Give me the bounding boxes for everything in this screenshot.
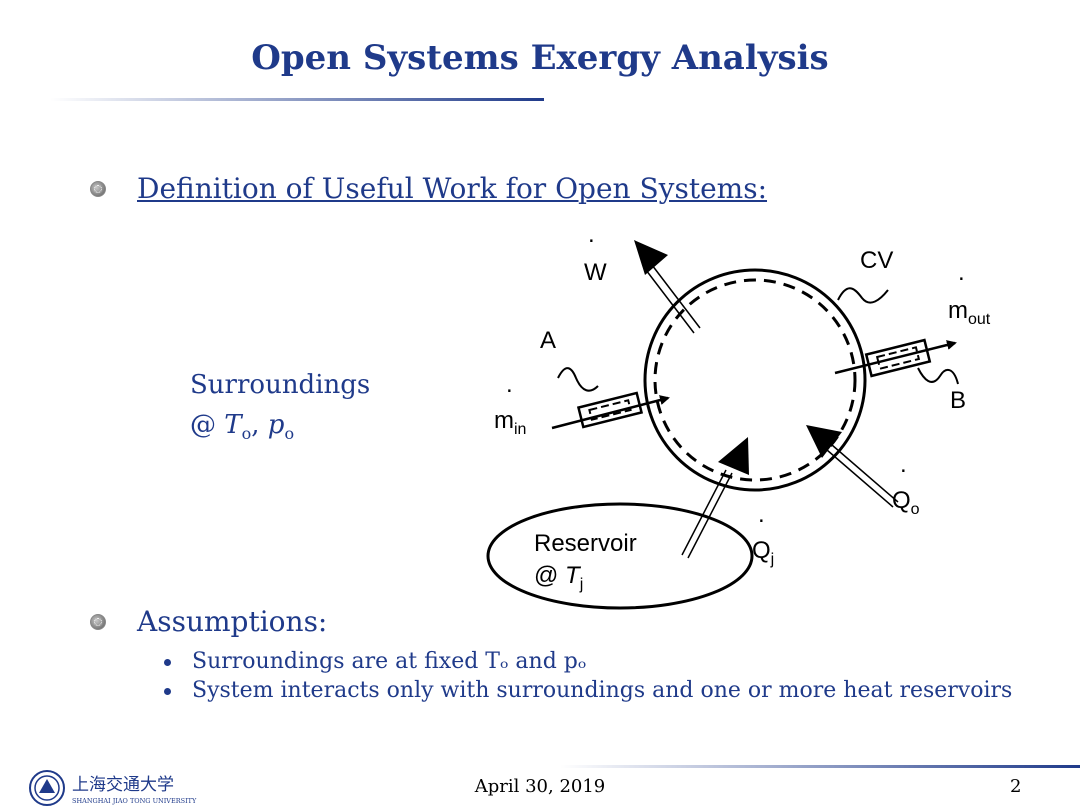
page-number: 2: [1010, 776, 1022, 797]
bullet-dot: [164, 659, 171, 666]
assumptions-list: Surroundings are at fixed Tₒ and pₒ Syst…: [162, 648, 1022, 706]
list-item: Surroundings are at fixed Tₒ and pₒ: [162, 648, 1022, 675]
outlet-pipe: [834, 338, 957, 378]
m-in-dot: .: [506, 371, 513, 398]
title-underline: [50, 98, 544, 101]
cv-pointer-squiggle: [837, 287, 889, 304]
university-name-cn: 上海交通大学: [72, 775, 174, 795]
surroundings-conditions: @ To, po: [190, 410, 295, 444]
work-arrow: [634, 240, 701, 334]
m-out-label: mout: [948, 297, 991, 328]
point-a-label: A: [540, 327, 556, 354]
assumptions-heading: Assumptions:: [137, 605, 328, 638]
reservoir-temperature: @ Tj: [534, 562, 583, 593]
list-item: System interacts only with surroundings …: [162, 677, 1022, 704]
bullet-dot: [164, 688, 171, 695]
work-label: W: [584, 259, 607, 286]
q-o-label: Qo: [892, 487, 920, 518]
bullet-icon: [90, 181, 106, 197]
a-pointer-squiggle: [557, 367, 599, 392]
bullet-icon: [90, 614, 106, 630]
q-j-dot: .: [758, 501, 765, 528]
university-logo: 上海交通大学 SHANGHAI JIAO TONG UNIVERSITY: [29, 770, 197, 806]
m-out-dot: .: [958, 259, 965, 286]
footer-date: April 30, 2019: [474, 776, 606, 797]
surroundings-label: Surroundings: [190, 370, 371, 400]
m-in-label: min: [494, 407, 526, 438]
q-o-dot: .: [900, 451, 907, 478]
b-pointer-squiggle: [917, 367, 959, 385]
reservoir-ellipse: [486, 502, 754, 610]
footer-rule: [560, 765, 1080, 768]
work-dot: .: [588, 221, 595, 248]
point-b-label: B: [950, 387, 966, 414]
slide-title: Open Systems Exergy Analysis: [251, 38, 829, 78]
surroundings-text: Surroundings @ To, po: [190, 365, 370, 454]
reservoir-label: Reservoir: [534, 530, 637, 557]
heat-reservoir-arrow: [681, 437, 749, 559]
control-volume-circle: [643, 268, 867, 492]
definition-heading: Definition of Useful Work for Open Syste…: [137, 172, 768, 205]
control-volume-boundary: [653, 278, 857, 482]
heat-out-arrow: [806, 425, 899, 508]
q-j-label: Qj: [752, 537, 774, 568]
university-name-en: SHANGHAI JIAO TONG UNIVERSITY: [72, 797, 197, 805]
inlet-pipe: [551, 391, 670, 430]
cv-label: CV: [860, 247, 893, 274]
